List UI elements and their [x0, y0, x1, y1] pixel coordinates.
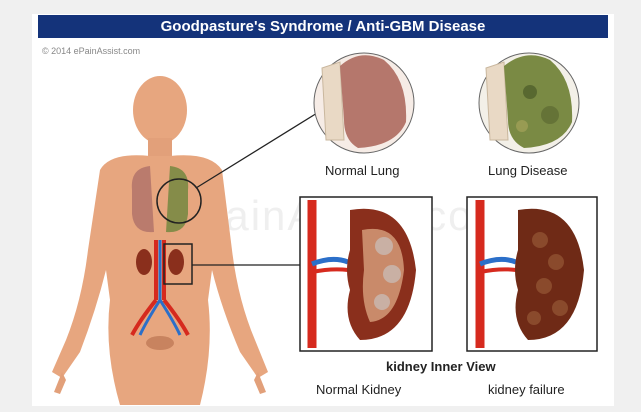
diseased-lung-zoom: [479, 53, 579, 153]
normal-lung-label: Normal Lung: [325, 163, 399, 178]
normal-kidney-panel: [300, 197, 432, 351]
normal-kidney-label: Normal Kidney: [316, 382, 401, 397]
lung-disease-label: Lung Disease: [488, 163, 568, 178]
failing-kidney-panel: [467, 197, 597, 351]
normal-lung-zoom: [314, 53, 414, 153]
kidney-failure-label: kidney failure: [488, 382, 565, 397]
lung-connector-line: [196, 110, 322, 188]
kidney-section-title: kidney Inner View: [386, 359, 496, 374]
